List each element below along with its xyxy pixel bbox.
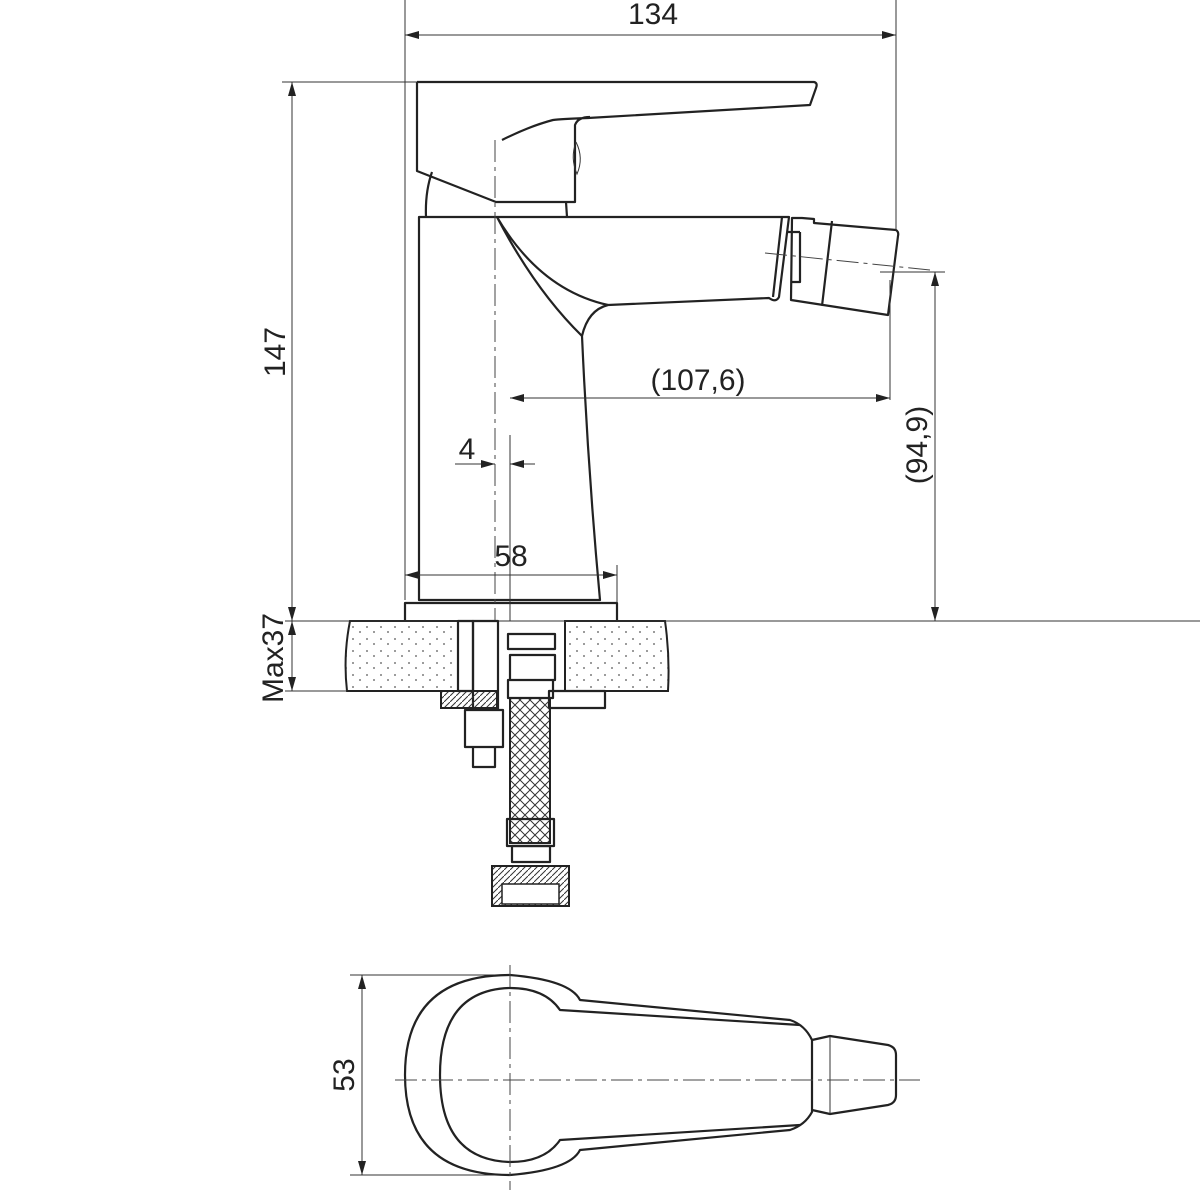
dim-base-width: 58 — [494, 540, 527, 573]
dim-offset: 4 — [459, 433, 476, 466]
lever-handle — [415, 80, 818, 204]
dim-top-view-width: 53 — [328, 1058, 361, 1091]
dim-spout-height: (94,9) — [901, 406, 934, 484]
base-plate — [403, 601, 619, 620]
dim-spout-reach: (107,6) — [650, 364, 745, 397]
dimension-lines — [282, 0, 945, 1176]
dim-overall-height: 147 — [259, 327, 292, 377]
nut — [463, 708, 505, 769]
dim-overall-width: 134 — [628, 0, 678, 31]
faucet-top-view — [395, 965, 920, 1190]
body — [417, 215, 791, 602]
faucet-side-view — [403, 80, 900, 620]
dim-max-counter: Max37 — [257, 613, 290, 703]
countertop — [285, 619, 1200, 907]
aerator — [788, 216, 900, 317]
